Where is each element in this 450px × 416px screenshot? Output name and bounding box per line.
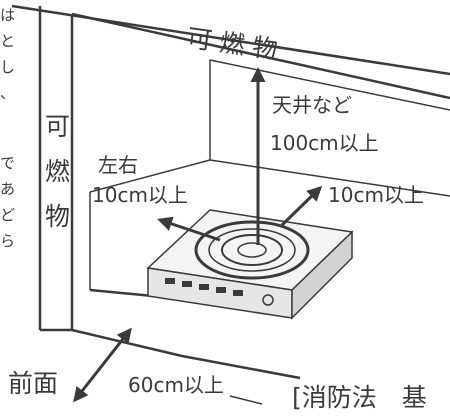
counter-back-left xyxy=(89,159,211,193)
left-right-title: 左右 xyxy=(98,153,138,177)
ceiling-back-edge xyxy=(71,12,450,100)
svg-text:ど: ど xyxy=(0,206,15,224)
front-arrow xyxy=(73,327,132,403)
svg-text:は: は xyxy=(0,6,15,24)
induction-cooktop xyxy=(146,209,354,320)
front-distance: 60cm以上 xyxy=(128,373,224,397)
svg-text:し: し xyxy=(0,58,15,76)
left-combustible-label-1: 可 xyxy=(45,112,70,141)
left-combustible-label-2: 燃 xyxy=(45,157,70,186)
left-right-distance: 10cm以上 xyxy=(92,183,188,207)
back-distance: 10cm以上 xyxy=(328,183,424,207)
cooking-zone-rings xyxy=(194,220,310,280)
control-panel-buttons xyxy=(165,278,274,306)
svg-text:、: 、 xyxy=(0,84,15,102)
back-arrow xyxy=(280,185,323,227)
svg-text:あ: あ xyxy=(0,180,15,198)
counter-outline xyxy=(89,59,450,290)
regulation-note: [消防法 基 xyxy=(292,383,427,412)
svg-text:で: で xyxy=(0,154,15,172)
front-distance-underline xyxy=(229,395,263,405)
inner-back-wall-top xyxy=(209,59,450,111)
svg-text:と: と xyxy=(0,32,15,50)
top-combustible-label: 可 燃 物 xyxy=(185,23,279,64)
left-arrow xyxy=(157,216,221,242)
counter-back-right xyxy=(209,159,450,197)
cooktop-side-panel xyxy=(291,230,353,320)
ceiling-title: 天井など xyxy=(272,93,352,117)
clipped-side-text: は と し 、 で あ ど ら xyxy=(0,6,15,250)
svg-text:ら: ら xyxy=(0,232,15,250)
clearance-arrows xyxy=(73,67,323,403)
left-combustible-label-3: 物 xyxy=(45,202,70,231)
floor-front-edge xyxy=(181,354,301,380)
power-button xyxy=(262,294,274,306)
ceiling-distance: 100cm以上 xyxy=(270,131,379,155)
front-title: 前面 xyxy=(8,369,58,398)
